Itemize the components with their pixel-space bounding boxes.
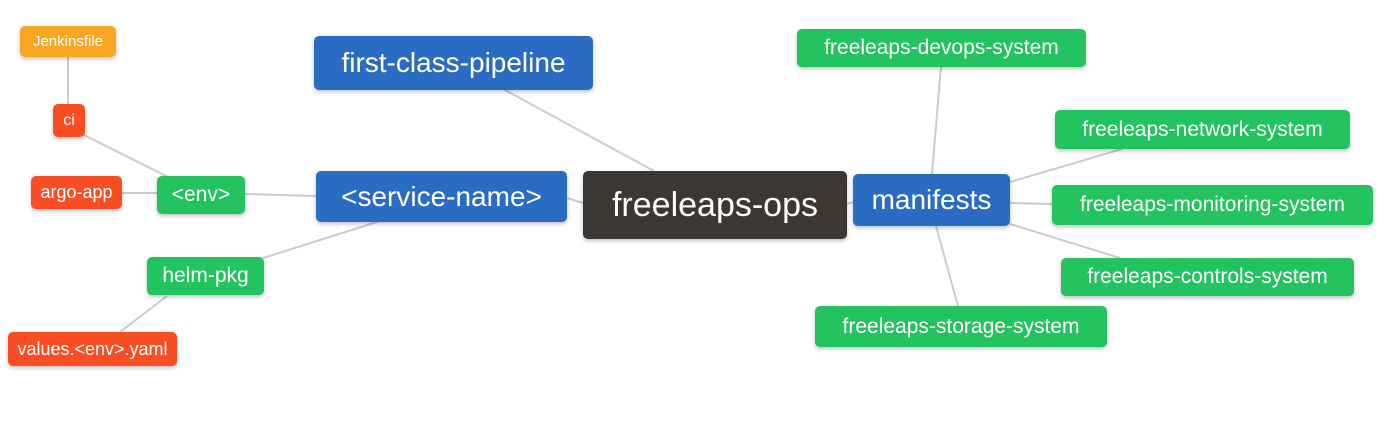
edge-manifests--freeleaps-network-system	[1009, 148, 1123, 183]
edge-ci--env	[83, 134, 169, 178]
edge-service-name--freeleaps-ops	[566, 197, 584, 204]
edge-values-env-yaml--helm-pkg	[119, 295, 168, 333]
node-freeleaps-devops-system[interactable]: freeleaps-devops-system	[797, 29, 1086, 67]
node-ci[interactable]: ci	[53, 104, 85, 137]
edge-first-class-pipeline--freeleaps-ops	[504, 89, 655, 172]
node-env[interactable]: <env>	[157, 176, 245, 214]
node-manifests[interactable]: manifests	[853, 174, 1010, 226]
node-freeleaps-storage-system[interactable]: freeleaps-storage-system	[815, 306, 1107, 347]
node-service-name[interactable]: <service-name>	[316, 171, 567, 222]
edge-manifests--freeleaps-devops-system	[931, 66, 942, 175]
node-first-class-pipeline[interactable]: first-class-pipeline	[314, 36, 593, 90]
node-freeleaps-monitoring-system[interactable]: freeleaps-monitoring-system	[1052, 185, 1373, 225]
edge-freeleaps-ops--manifests	[846, 201, 854, 205]
edge-helm-pkg--service-name	[262, 220, 381, 259]
node-freeleaps-network-system[interactable]: freeleaps-network-system	[1055, 110, 1350, 149]
edge-manifests--freeleaps-storage-system	[935, 225, 959, 307]
edge-env--service-name	[244, 193, 317, 197]
node-freeleaps-ops[interactable]: freeleaps-ops	[583, 171, 847, 239]
edge-manifests--freeleaps-monitoring-system	[1009, 202, 1053, 205]
edge-manifests--freeleaps-controls-system	[1009, 223, 1121, 259]
node-argo-app[interactable]: argo-app	[31, 176, 122, 209]
node-jenkinsfile[interactable]: Jenkinsfile	[20, 26, 116, 57]
node-values-env-yaml[interactable]: values.<env>.yaml	[8, 332, 177, 366]
node-helm-pkg[interactable]: helm-pkg	[147, 257, 264, 295]
node-freeleaps-controls-system[interactable]: freeleaps-controls-system	[1061, 258, 1354, 296]
